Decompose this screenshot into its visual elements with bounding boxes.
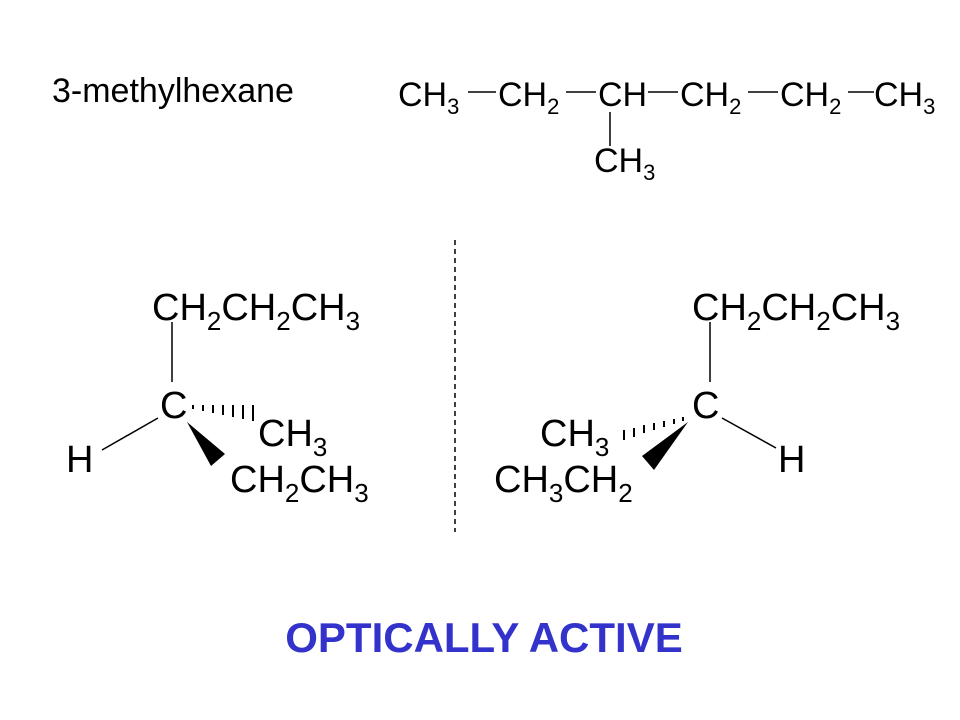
svg-text:CH2: CH2 bbox=[498, 76, 559, 119]
chain-group-1: CH3 bbox=[398, 76, 459, 119]
left-ethyl-group: CH2CH3 bbox=[230, 459, 369, 508]
right-methyl-group: CH3 bbox=[540, 413, 609, 462]
right-wedge-bond bbox=[642, 422, 688, 470]
condensed-structure: CH3 CH2 CH CH2 CH2 CH3 CH3 bbox=[398, 76, 935, 185]
chain-group-6: CH3 bbox=[874, 76, 935, 119]
left-hydrogen: H bbox=[66, 439, 93, 481]
svg-text:CH2: CH2 bbox=[680, 76, 741, 119]
svg-text:CH2: CH2 bbox=[780, 76, 841, 119]
footer-label: OPTICALLY ACTIVE bbox=[285, 614, 683, 661]
svg-text:CH3: CH3 bbox=[398, 76, 459, 119]
right-propyl-group: CH2CH2CH3 bbox=[692, 287, 900, 336]
right-hash-bond bbox=[623, 417, 684, 440]
left-wedge-bond bbox=[187, 422, 225, 466]
left-stereocenter: C bbox=[160, 385, 187, 427]
right-ethyl-group: CH3CH2 bbox=[494, 459, 633, 508]
title: 3-methylhexane bbox=[52, 72, 294, 110]
branch-group: CH3 bbox=[594, 142, 655, 185]
left-propyl-group: CH2CH2CH3 bbox=[152, 287, 360, 336]
chain-group-4: CH2 bbox=[680, 76, 741, 119]
left-methyl-group: CH3 bbox=[258, 413, 327, 462]
left-hash-bond bbox=[192, 405, 254, 421]
left-enantiomer: CH2CH2CH3 C H CH3 CH2CH3 bbox=[66, 287, 369, 508]
svg-text:CH: CH bbox=[598, 76, 647, 114]
right-stereocenter: C bbox=[692, 385, 719, 427]
chain-group-3: CH bbox=[598, 76, 647, 114]
left-bond-h bbox=[101, 417, 159, 451]
chain-group-2: CH2 bbox=[498, 76, 559, 119]
svg-text:CH3: CH3 bbox=[874, 76, 935, 119]
right-bond-h bbox=[721, 417, 777, 449]
right-enantiomer: CH2CH2CH3 C H CH3 CH3CH2 bbox=[494, 287, 900, 508]
svg-text:CH3: CH3 bbox=[594, 142, 655, 185]
right-hydrogen: H bbox=[778, 439, 805, 481]
chain-group-5: CH2 bbox=[780, 76, 841, 119]
